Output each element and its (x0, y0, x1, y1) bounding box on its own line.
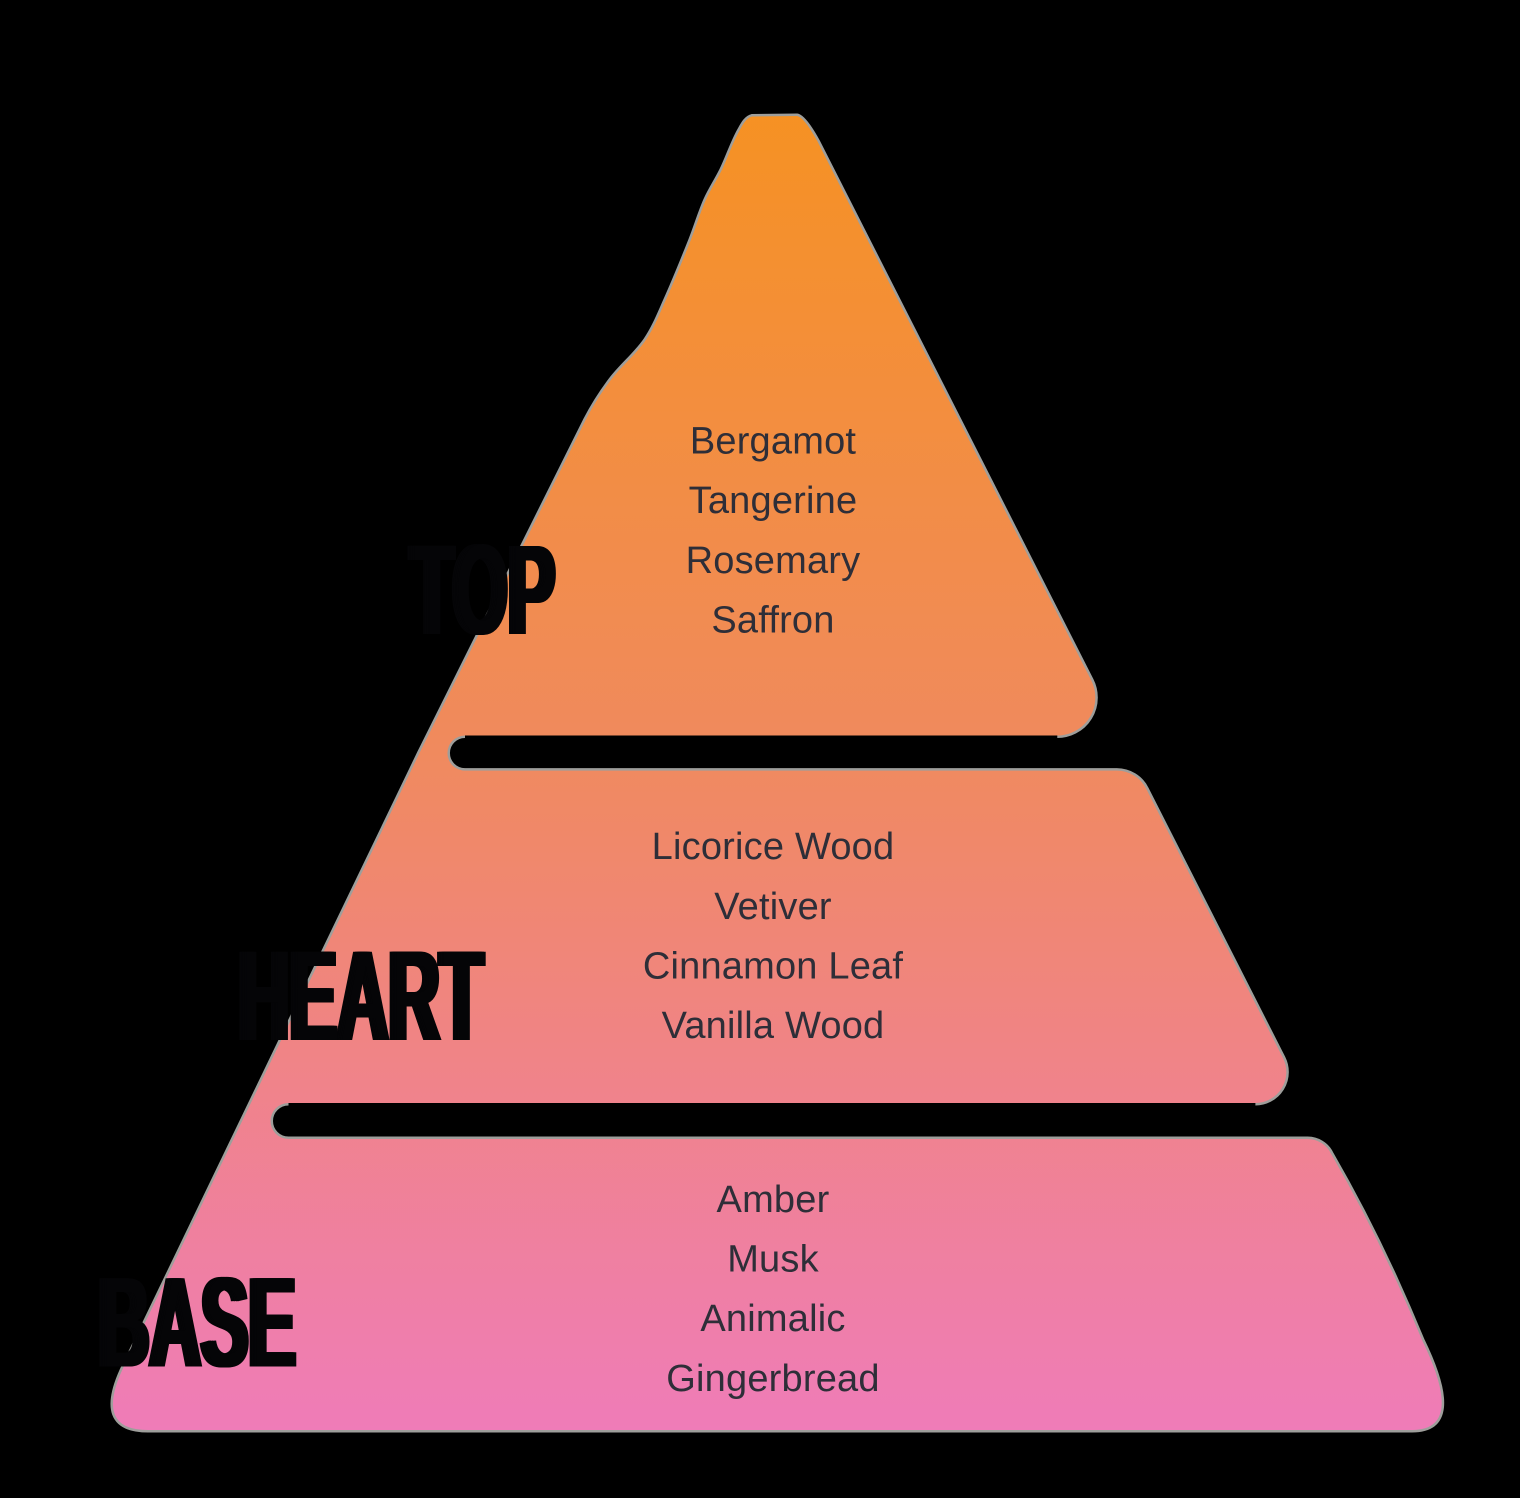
svg-text:Licorice Wood: Licorice Wood (652, 826, 895, 868)
svg-text:BASE: BASE (95, 1250, 293, 1393)
svg-text:TOP: TOP (408, 518, 553, 661)
svg-text:Vanilla Wood: Vanilla Wood (662, 1005, 885, 1047)
svg-text:TOP: TOP (412, 518, 557, 661)
svg-text:HEART: HEART (240, 924, 485, 1067)
svg-text:BASE: BASE (98, 1250, 296, 1393)
svg-text:TOP: TOP (407, 518, 552, 661)
svg-text:Musk: Musk (727, 1239, 819, 1281)
svg-text:HEART: HEART (241, 924, 486, 1067)
svg-text:Vetiver: Vetiver (714, 886, 832, 928)
svg-text:TOP: TOP (410, 518, 555, 661)
svg-text:BASE: BASE (96, 1250, 294, 1393)
svg-text:Saffron: Saffron (711, 600, 834, 642)
svg-text:BASE: BASE (100, 1250, 298, 1393)
svg-text:Amber: Amber (717, 1179, 830, 1221)
svg-text:Tangerine: Tangerine (689, 480, 858, 522)
svg-text:HEART: HEART (235, 924, 480, 1067)
svg-text:Gingerbread: Gingerbread (666, 1358, 879, 1400)
svg-text:Rosemary: Rosemary (686, 540, 861, 582)
svg-text:Bergamot: Bergamot (690, 421, 857, 463)
svg-text:Cinnamon Leaf: Cinnamon Leaf (643, 946, 904, 988)
svg-text:HEART: HEART (238, 924, 483, 1067)
svg-text:Animalic: Animalic (700, 1298, 845, 1340)
svg-text:HEART: HEART (236, 924, 481, 1067)
svg-text:BASE: BASE (101, 1250, 299, 1393)
svg-text:TOP: TOP (413, 518, 558, 661)
